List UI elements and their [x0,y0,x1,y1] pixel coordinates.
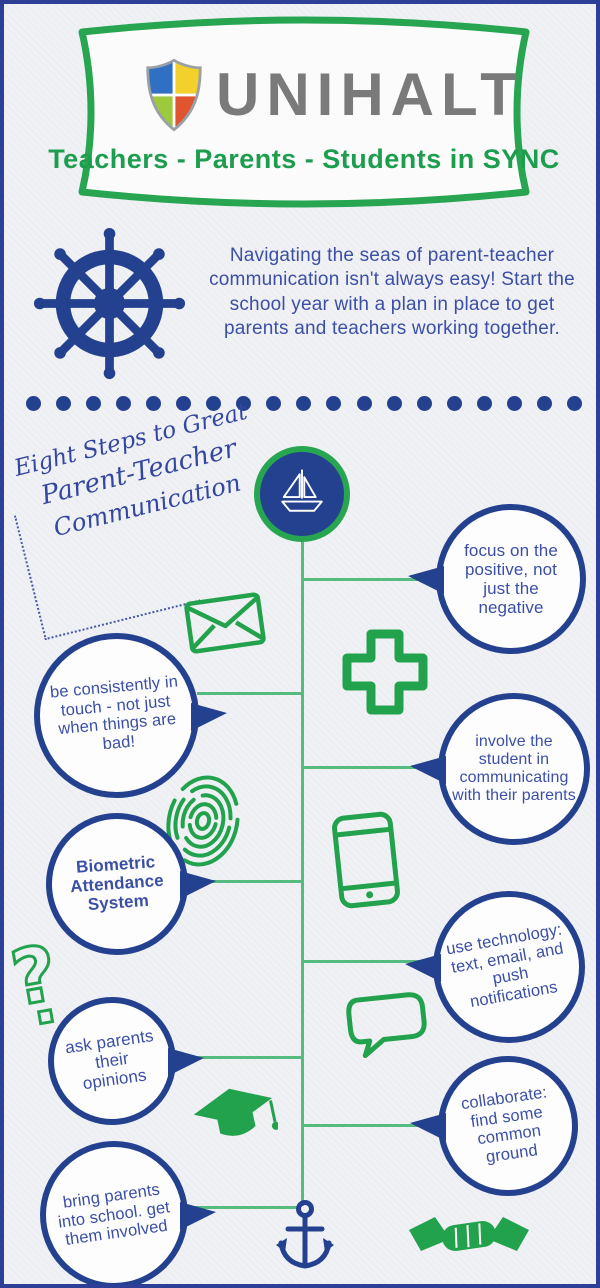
bubble-tail [168,1048,204,1076]
svg-text:?: ? [5,934,64,1023]
step-bubble-text: bring parents into school. get them invo… [56,1180,171,1250]
sailboat-icon [281,469,323,512]
sailboat-badge [254,446,350,542]
step-bubble-involve-student: involve the student in communicating wit… [410,693,590,845]
bubble-tail [191,702,227,731]
ship-wheel-icon [33,227,186,380]
smartphone-icon [332,811,400,909]
bubble-tail [408,566,444,594]
plus-icon [342,629,428,715]
dot [266,396,282,411]
dot [416,396,432,411]
step-bubble-biometric: Biometric Attendance System [46,813,216,955]
graduation-cap-icon [194,1088,278,1136]
dot [326,396,342,411]
step-bubble-bring-parents: bring parents into school. get them invo… [40,1141,216,1284]
question-mark-icon: ? [4,934,65,1026]
dot [236,396,252,411]
connector-line [304,960,436,963]
dot [206,396,222,411]
dot [506,396,522,411]
dot [116,396,132,411]
step-bubble-text: collaborate: find some common ground [459,1083,549,1166]
timeline-vertical-line [301,542,304,1206]
bubble-tail [180,1202,216,1230]
dots-divider [26,396,582,411]
dot [536,396,552,411]
step-bubble-focus-positive: focus on the positive, not just the nega… [408,504,586,654]
dot [176,396,192,411]
tagline-text: Teachers - Parents - Students in SYNC [48,144,560,174]
bubble-tail [410,1113,446,1141]
dot [296,396,312,411]
connector-line [188,1206,301,1209]
step-bubble-text: be consistently in touch - not just when… [49,672,179,754]
bubble-tail [180,871,216,899]
handshake-icon [409,1217,529,1251]
step-bubble-consistent-touch: be consistently in touch - not just when… [34,633,227,798]
intro-text: Navigating the seas of parent-teacher co… [209,245,575,339]
step-bubble-collaborate: collaborate: find some common ground [410,1056,578,1196]
anchor-icon [276,1200,334,1269]
bubble-tail [405,954,441,982]
connector-line [197,692,301,695]
dot [386,396,402,411]
dot [476,396,492,411]
step-bubble-text: focus on the positive, not just the nega… [464,540,558,618]
chat-bubble-icon [346,992,427,1059]
brand-text: UNIHALT [216,61,524,128]
step-bubble-text: involve the student in communicating wit… [452,732,576,805]
dot [146,396,162,411]
envelope-icon [184,592,266,654]
dot [356,396,372,411]
dot [56,396,72,411]
bubble-tail [410,756,446,784]
connector-line [304,578,444,581]
dot [86,396,102,411]
dot [446,396,462,411]
dot [566,396,582,411]
connector-line [304,766,442,769]
step-bubble-text: Biometric Attendance System [69,852,165,915]
connector-line [304,1124,438,1127]
dot [26,396,41,411]
fingerprint-icon [166,775,240,867]
step-bubble-use-technology: use technology: text, email, and push no… [405,891,585,1043]
shield-logo-icon [146,58,202,132]
connector-line [184,1056,301,1059]
step-bubble-text: ask parents their opinions [63,1026,155,1094]
connector-line [190,880,301,883]
step-bubble-ask-parents: ask parents their opinions [48,997,204,1125]
step-bubble-text: use technology: text, email, and push no… [444,920,565,1011]
